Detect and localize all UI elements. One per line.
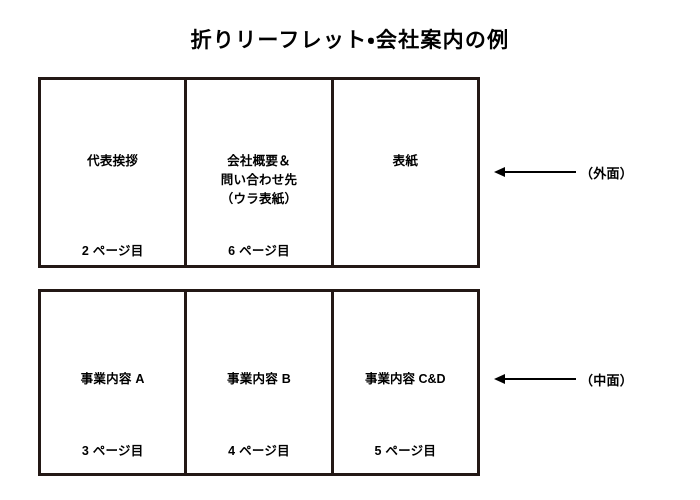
panel-title: 表紙: [334, 152, 477, 171]
panel-outer-2[interactable]: 会社概要＆ 問い合わせ先 （ウラ表紙） 6 ページ目: [187, 80, 334, 265]
panel-inner-2[interactable]: 事業内容 B 4 ページ目: [187, 292, 334, 473]
panel-title: 代表挨拶: [41, 152, 184, 171]
panel-page-number: 6 ページ目: [228, 244, 290, 258]
panel-title-line: 問い合わせ先: [220, 173, 298, 187]
panel-outer-3[interactable]: 表紙: [334, 80, 477, 265]
panel-title-line: （ウラ表紙）: [220, 192, 298, 206]
leaflet-row-inner: 事業内容 A 3 ページ目 事業内容 B 4 ページ目 事業内容 C&D 5 ペ…: [38, 289, 480, 476]
panel-title-line: 事業内容 B: [226, 372, 291, 386]
panel-title: 事業内容 C&D: [334, 370, 477, 389]
panel-title-line: 事業内容 C&D: [365, 372, 446, 386]
annotation-outer: （外面）: [494, 162, 633, 182]
panel-title: 事業内容 A: [41, 370, 184, 389]
panel-page-number: 3 ページ目: [81, 444, 144, 458]
panel-outer-1[interactable]: 代表挨拶 2 ページ目: [41, 80, 188, 265]
panel-page-number: 4 ページ目: [228, 444, 290, 458]
annotation-inner: （中面）: [494, 369, 633, 389]
leaflet-row-outer: 代表挨拶 2 ページ目 会社概要＆ 問い合わせ先 （ウラ表紙） 6 ページ目 表…: [38, 77, 480, 268]
panel-title-line: 会社概要＆: [227, 154, 291, 168]
annotation-label: （外面）: [580, 165, 634, 181]
panel-title: 事業内容 B: [187, 370, 330, 389]
annotation-label: （中面）: [580, 372, 634, 388]
panel-title: 会社概要＆ 問い合わせ先 （ウラ表紙）: [187, 152, 330, 209]
panel-title-line: 代表挨拶: [87, 154, 139, 168]
panel-page-number: 5 ページ目: [374, 444, 437, 458]
panel-title-line: 事業内容 A: [80, 372, 145, 386]
panel-inner-1[interactable]: 事業内容 A 3 ページ目: [41, 292, 188, 473]
panel-inner-3[interactable]: 事業内容 C&D 5 ページ目: [334, 292, 477, 473]
arrow-left-icon: [494, 166, 576, 178]
page-title: 折りリーフレット・会社案内の例: [190, 29, 510, 52]
arrow-left-icon: [494, 373, 576, 385]
panel-page-number: 2 ページ目: [81, 244, 144, 258]
panel-title-line: 表紙: [392, 154, 419, 168]
